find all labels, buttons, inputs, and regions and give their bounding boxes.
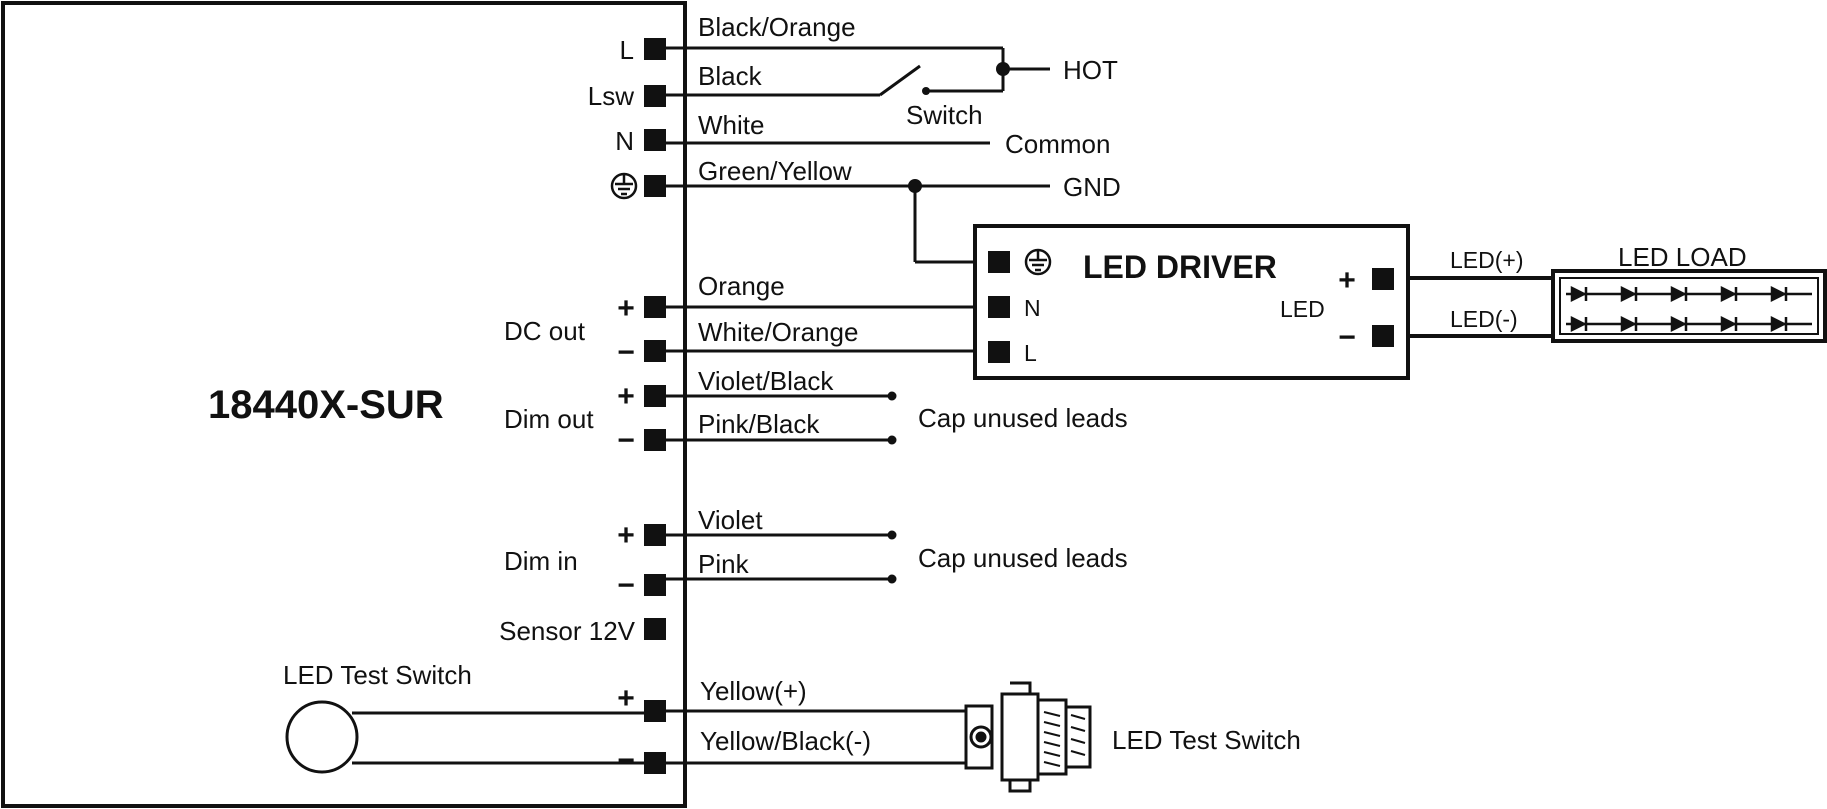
driver-terminal-l (988, 341, 1010, 363)
terminal-ground (644, 175, 666, 197)
label-l: L (620, 35, 634, 65)
driver-terminal-plus (1372, 268, 1394, 290)
label-sensor: Sensor 12V (499, 616, 636, 646)
conn-gnd: GND (1063, 172, 1121, 202)
terminal-sensor (644, 618, 666, 640)
driver-terminal-n (988, 296, 1010, 318)
ac-wires (666, 46, 1050, 264)
wire-label-white-orange: White/Orange (698, 317, 858, 347)
wire-label-yellow-black: Yellow/Black(-) (700, 726, 871, 756)
load-label-led-plus: LED(+) (1450, 247, 1524, 273)
sign-dim-out-minus: − (617, 424, 635, 457)
wire-label-black: Black (698, 61, 763, 91)
wire-label-green-yellow: Green/Yellow (698, 156, 852, 186)
wire-label-violet-black: Violet/Black (698, 366, 834, 396)
wire-label-yellow: Yellow(+) (700, 676, 807, 706)
label-n: N (615, 126, 634, 156)
sign-dim-in-plus: + (617, 519, 635, 552)
sign-dc-out-minus: − (617, 336, 635, 369)
conn-cap-unused-1: Cap unused leads (918, 403, 1128, 433)
driver-box (973, 224, 1410, 380)
terminal-dim-out-minus (644, 429, 666, 451)
label-dim-in: Dim in (504, 546, 578, 576)
terminal-lsw (644, 85, 666, 107)
label-test-switch: LED Test Switch (283, 660, 472, 690)
driver-label-l: L (1024, 340, 1037, 366)
driver-ground-icon (1024, 248, 1052, 276)
sign-dc-out-plus: + (617, 292, 635, 325)
driver-label-n: N (1024, 295, 1041, 321)
test-switch-button-icon (285, 700, 359, 774)
label-dc-out: DC out (504, 316, 586, 346)
terminal-test-minus (644, 752, 666, 774)
load-title: LED LOAD (1618, 242, 1747, 272)
module-name: 18440X-SUR (208, 383, 444, 427)
sign-dim-out-plus: + (617, 380, 635, 413)
driver-sign-minus: − (1338, 321, 1356, 354)
driver-title: LED DRIVER (1083, 249, 1277, 285)
conn-hot: HOT (1063, 55, 1118, 85)
terminal-dim-out-plus (644, 385, 666, 407)
terminal-test-plus (644, 700, 666, 722)
conn-switch: Switch (906, 100, 983, 130)
wire-label-violet: Violet (698, 505, 763, 535)
driver-terminal-minus (1372, 325, 1394, 347)
wire-label-orange: Orange (698, 271, 785, 301)
terminal-dc-out-minus (644, 340, 666, 362)
load-label-led-minus: LED(-) (1450, 306, 1518, 332)
wire-label-pink-black: Pink/Black (698, 409, 820, 439)
ground-icon (610, 172, 638, 200)
wire-label-black-orange: Black/Orange (698, 12, 856, 42)
terminal-dim-in-plus (644, 524, 666, 546)
sign-dim-in-minus: − (617, 569, 635, 602)
module-box (1, 1, 687, 808)
driver-sign-plus: + (1338, 264, 1356, 297)
terminal-l (644, 38, 666, 60)
conn-common: Common (1005, 129, 1110, 159)
terminal-n (644, 129, 666, 151)
driver-terminal-ground (988, 251, 1010, 273)
module-terminals (644, 38, 666, 774)
driver-label-led: LED (1280, 296, 1325, 322)
terminal-dim-in-minus (644, 574, 666, 596)
wire-label-white: White (698, 110, 764, 140)
sign-test-minus: − (617, 744, 635, 777)
label-lsw: Lsw (588, 81, 634, 111)
sign-test-plus: + (617, 682, 635, 715)
test-switch-device-icon (964, 681, 1092, 793)
conn-cap-unused-2: Cap unused leads (918, 543, 1128, 573)
label-dim-out: Dim out (504, 404, 594, 434)
conn-test-switch-device: LED Test Switch (1112, 725, 1301, 755)
terminal-dc-out-plus (644, 296, 666, 318)
led-load-icon (1551, 269, 1827, 343)
wire-label-pink: Pink (698, 549, 750, 579)
